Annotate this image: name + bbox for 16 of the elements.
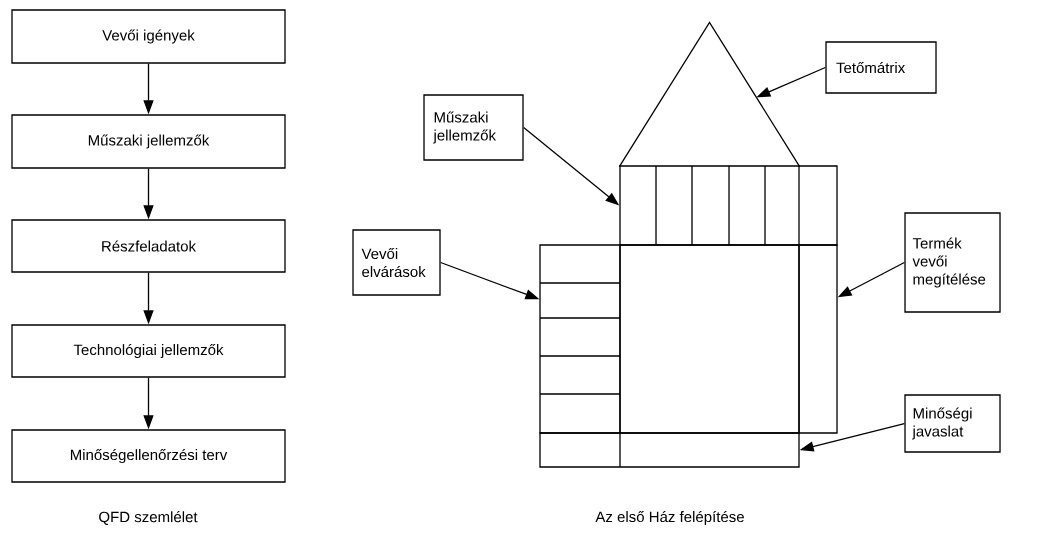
process-box: Részfeladatok (11, 219, 286, 273)
callout-box: Tetőmátrix (825, 41, 937, 94)
process-box: Technológiai jellemzők (11, 324, 286, 378)
caption: Az első Ház felépítése (595, 510, 744, 526)
matrix-column (539, 244, 621, 434)
matrix-row (619, 165, 838, 246)
process-box: Minőségellenőrzési terv (11, 429, 286, 483)
caption: QFD szemlélet (99, 511, 198, 525)
process-box: Vevői igények (11, 9, 286, 64)
matrix-column (798, 244, 838, 434)
process-box: Műszaki jellemzők (11, 114, 286, 169)
matrix-row (539, 432, 800, 468)
callout-box: Vevői elvárások (352, 229, 441, 296)
callout-box: Minőségi javaslat (904, 394, 1001, 453)
callout-box: Termék vevői megítélése (904, 212, 1001, 313)
callout-box: Műszaki jellemzők (423, 94, 524, 161)
